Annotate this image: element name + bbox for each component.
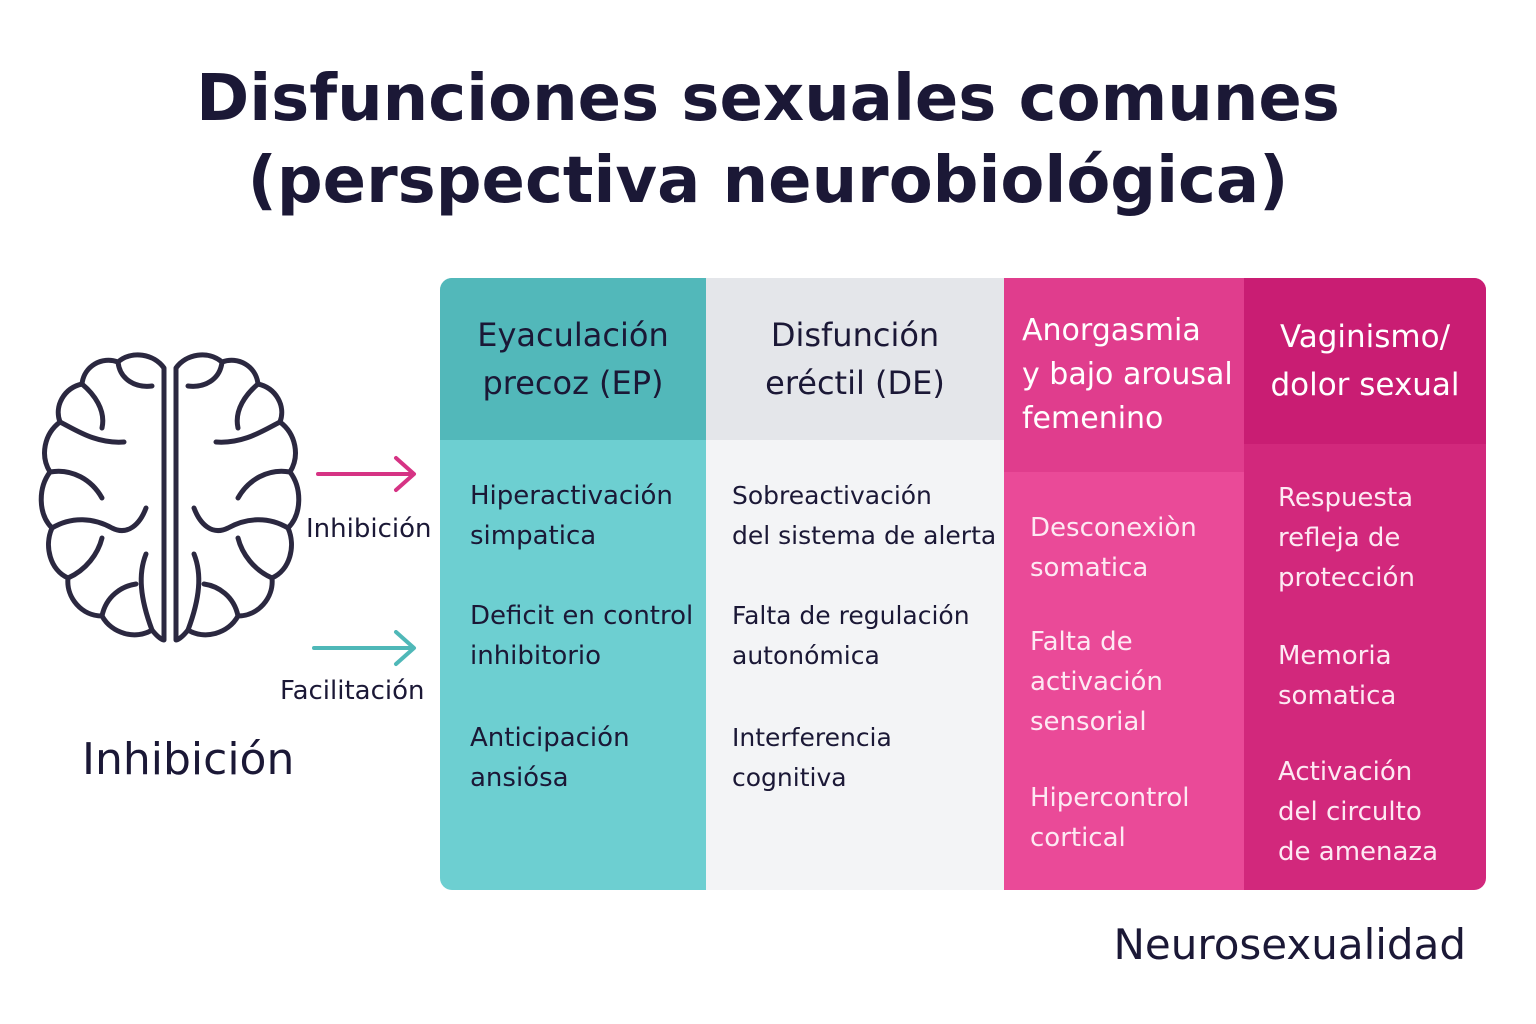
column-item: Sobreactivación del sistema de alerta	[732, 481, 997, 550]
facilitation-arrow-icon	[312, 630, 416, 666]
column-item: Desconexiòn somatica	[1030, 513, 1197, 583]
column-item: Activación del circulto de amenaza	[1278, 757, 1439, 867]
title-line-2: (perspectiva neurobiológica)	[247, 144, 1289, 218]
column-item: Respuesta refleja de protección	[1278, 483, 1415, 593]
column-header: Disfunción eréctil (DE)	[706, 278, 1004, 440]
column-item: Anticipación ansiósa	[470, 723, 630, 793]
column-header-text: Vaginismo/ dolor sexual	[1270, 319, 1460, 403]
diagram-title: Disfunciones sexuales comunes (perspecti…	[0, 58, 1536, 222]
column-item: Hipercontrol cortical	[1030, 783, 1190, 853]
column-erectile-dysfunction: Disfunción eréctil (DE) Sobreactivación …	[706, 278, 1004, 890]
column-item: Interferencia cognitiva	[732, 723, 892, 792]
column-header-text: Anorgasmia y bajo arousal femenino	[1022, 313, 1233, 436]
column-vaginismus: Vaginismo/ dolor sexual Respuesta reflej…	[1244, 278, 1486, 890]
facilitation-arrow-label: Facilitación	[280, 676, 425, 706]
footer-brand: Neurosexualidad	[1113, 920, 1466, 969]
column-item: Hiperactivación simpatica	[470, 481, 673, 551]
column-item: Deficit en control inhibitorio	[470, 601, 694, 671]
column-item: Falta de regulación autonómica	[732, 601, 970, 670]
column-premature-ejaculation: Eyaculación precoz (EP) Hiperactivación …	[440, 278, 706, 890]
title-line-1: Disfunciones sexuales comunes	[196, 62, 1340, 136]
column-item: Memoria somatica	[1278, 641, 1397, 711]
column-header-text: Eyaculación precoz (EP)	[477, 316, 669, 402]
inhibition-arrow-label: Inhibición	[306, 514, 432, 544]
column-header-text: Disfunción eréctil (DE)	[765, 316, 945, 402]
column-item: Falta de activación sensorial	[1030, 627, 1163, 737]
column-header: Anorgasmia y bajo arousal femenino	[1004, 278, 1244, 472]
column-anorgasmia: Anorgasmia y bajo arousal femenino Desco…	[1004, 278, 1244, 890]
column-header: Vaginismo/ dolor sexual	[1244, 278, 1486, 444]
brain-icon	[38, 352, 302, 643]
brain-caption: Inhibición	[82, 734, 295, 785]
inhibition-arrow-icon	[316, 456, 416, 492]
column-header: Eyaculación precoz (EP)	[440, 278, 706, 440]
dysfunction-table: Eyaculación precoz (EP) Hiperactivación …	[440, 278, 1486, 890]
